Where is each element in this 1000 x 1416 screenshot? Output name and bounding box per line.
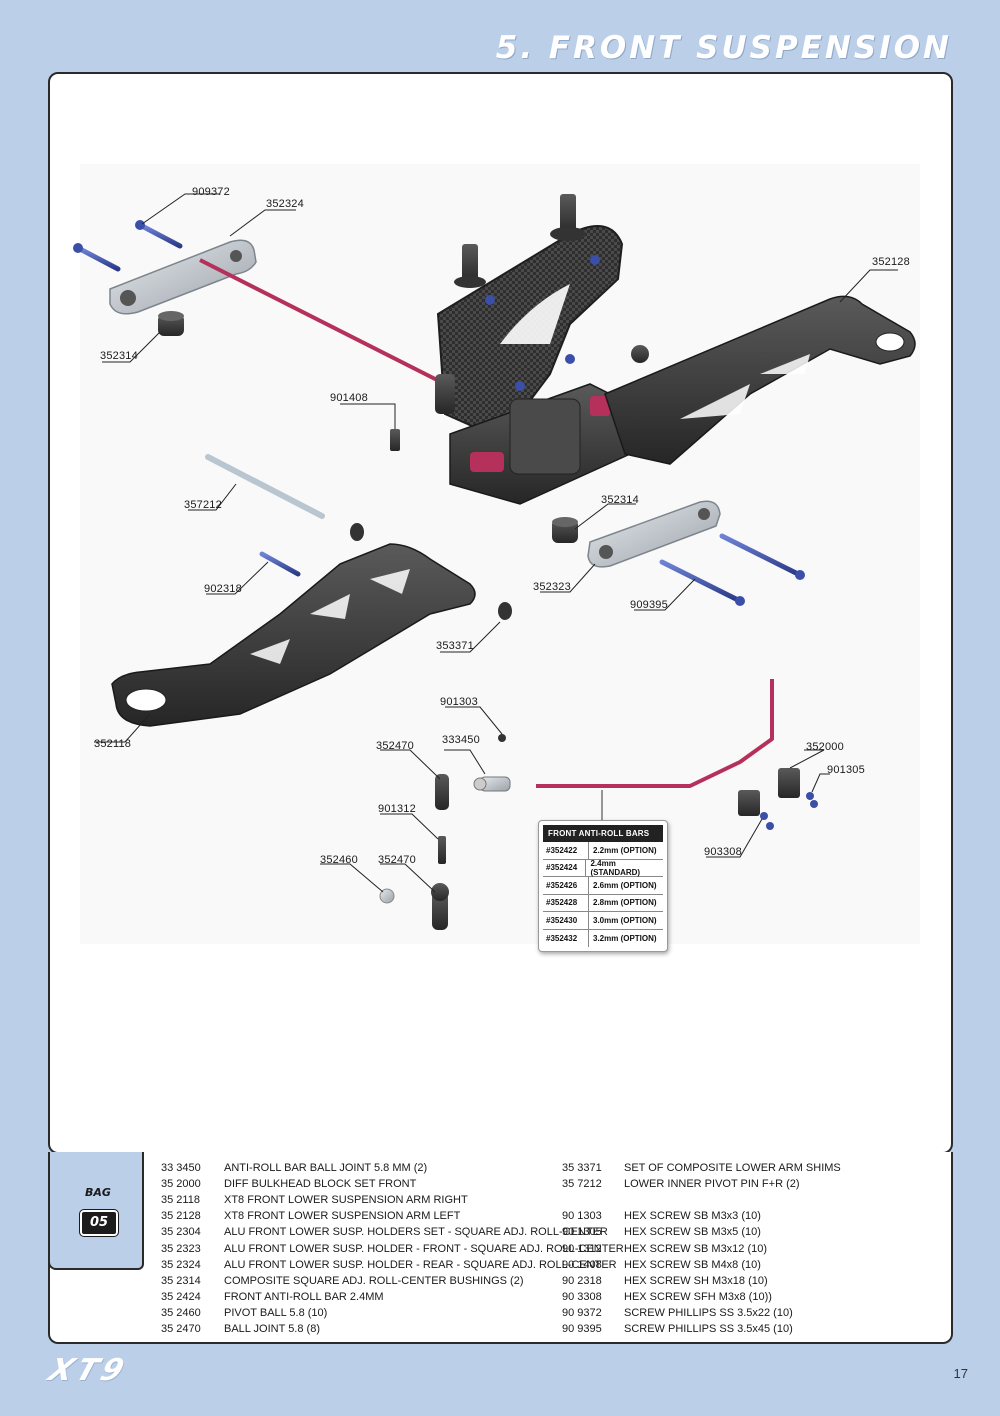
bushing-352314-lower xyxy=(552,517,578,543)
alu-holder-front xyxy=(587,500,721,568)
diff-block-b xyxy=(738,790,760,816)
callout-label: 901303 xyxy=(440,696,478,708)
anti-roll-bar xyxy=(536,679,774,788)
callout-label: 901312 xyxy=(378,803,416,815)
exploded-view-illustration xyxy=(73,164,920,944)
callout-label: 353371 xyxy=(436,640,474,652)
callout-label: 333450 xyxy=(442,734,480,746)
callout-label: 901408 xyxy=(330,392,368,404)
alu-holder-rear xyxy=(109,239,257,315)
anti-roll-table-title: FRONT ANTI-ROLL BARS xyxy=(543,825,663,842)
callout-label: 357212 xyxy=(184,499,222,511)
screw-909372-b xyxy=(73,243,121,272)
suspension-arm-right xyxy=(111,543,476,727)
bag-label: BAG xyxy=(85,1186,111,1199)
suspension-arm-left xyxy=(604,295,916,465)
callout-label: 901305 xyxy=(827,764,865,776)
callout-label: 352470 xyxy=(376,740,414,752)
diff-block-a xyxy=(778,768,800,798)
callout-label: 352314 xyxy=(100,350,138,362)
pivot-pin xyxy=(205,454,325,519)
callout-label: 902318 xyxy=(204,583,242,595)
list-item xyxy=(562,1192,841,1208)
xt9-logo: XT9 xyxy=(44,1353,133,1388)
arm-shim xyxy=(350,523,364,541)
callout-label: 909395 xyxy=(630,599,668,611)
ball-joint-352470-b xyxy=(431,883,449,930)
pivot-ball xyxy=(379,888,395,904)
screw-909372 xyxy=(135,220,183,249)
bag-tab: BAG 05 xyxy=(48,1152,144,1270)
bag-number: 05 xyxy=(79,1209,119,1237)
bushing-352314-top xyxy=(158,311,184,336)
callout-label: 352460 xyxy=(320,854,358,866)
callout-label: 352324 xyxy=(266,198,304,210)
callout-label: 352128 xyxy=(872,256,910,268)
ball-joint-352470-a xyxy=(435,774,449,810)
hex-screw-901408 xyxy=(390,429,400,451)
hex-screw-902318 xyxy=(259,551,301,577)
hex-screw-901312 xyxy=(438,836,446,864)
parts-list-panel xyxy=(48,1152,953,1344)
ball-joint-333450 xyxy=(473,776,511,792)
page-number: 17 xyxy=(953,1366,968,1381)
arm-shim-b xyxy=(498,602,512,620)
exploded-diagram-panel: 909372 352324 352314 352128 901408 35721… xyxy=(48,72,953,1154)
callout-label: 903308 xyxy=(704,846,742,858)
callout-label: 909372 xyxy=(192,186,230,198)
callout-label: 352000 xyxy=(806,741,844,753)
callout-label: 352314 xyxy=(601,494,639,506)
callout-label: 352470 xyxy=(378,854,416,866)
callout-label: 352323 xyxy=(533,581,571,593)
callout-label: 352118 xyxy=(94,738,132,750)
page-title: 5. FRONT SUSPENSION xyxy=(495,30,952,66)
diff-bulkhead xyxy=(435,374,631,505)
